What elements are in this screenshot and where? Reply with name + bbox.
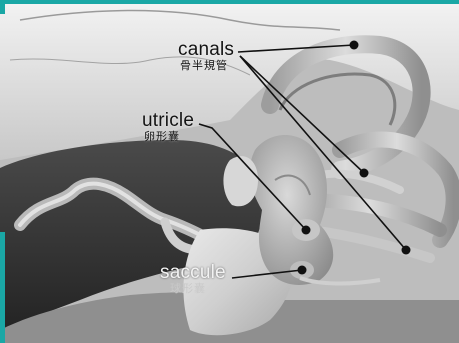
label-utricle: utricle 卵形囊 xyxy=(142,111,194,143)
label-utricle-zh: 卵形囊 xyxy=(144,132,194,143)
frame-corner-top xyxy=(0,0,5,14)
label-saccule-zh: 球形囊 xyxy=(170,284,226,295)
label-saccule: saccule 球形囊 xyxy=(160,263,226,295)
label-saccule-en: saccule xyxy=(160,263,226,282)
utricle-dot xyxy=(302,226,311,235)
canals-dot-2 xyxy=(360,169,369,178)
label-canals: canals 骨半規管 xyxy=(178,40,234,72)
label-canals-zh: 骨半規管 xyxy=(180,61,234,72)
label-utricle-en: utricle xyxy=(142,111,194,130)
frame-top-accent xyxy=(0,0,459,4)
frame-left-accent xyxy=(0,232,5,343)
saccule-dot xyxy=(298,266,307,275)
label-canals-en: canals xyxy=(178,40,234,59)
canals-dot-1 xyxy=(350,41,359,50)
canals-dot-3 xyxy=(402,246,411,255)
